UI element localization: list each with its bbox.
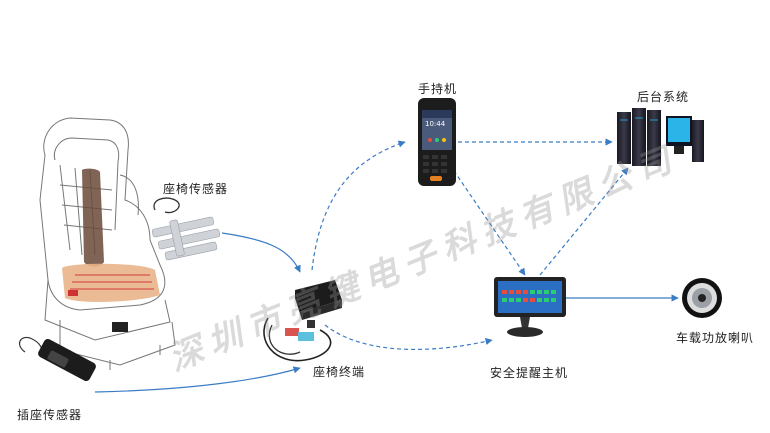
seat-back-sensor-pad xyxy=(82,168,104,267)
label-seat-sensor: 座椅传感器 xyxy=(163,182,229,196)
connector-seat-sensor-to-terminal xyxy=(221,232,301,273)
label-buckle-sensor: 插座传感器 xyxy=(17,408,83,422)
connector-terminal-to-handheld xyxy=(311,140,406,271)
label-speaker: 车载功放喇叭 xyxy=(676,331,755,345)
connector-host-to-backend xyxy=(539,167,629,276)
label-backend: 后台系统 xyxy=(637,90,690,104)
seat-sensor-graphic xyxy=(151,197,221,261)
connector-handheld-to-host xyxy=(449,164,526,276)
speaker-graphic xyxy=(682,278,722,318)
seat-terminal-graphic xyxy=(263,280,342,362)
connector-buckle-sensor-to-terminal xyxy=(94,366,301,393)
safety-host-graphic xyxy=(494,277,566,337)
label-seat-terminal: 座椅终端 xyxy=(313,365,366,379)
seat-small-part xyxy=(68,290,78,296)
seat-cushion-pattern xyxy=(70,274,154,290)
backend-servers-graphic xyxy=(617,108,704,166)
seat-cushion-sensor-pad xyxy=(62,263,160,302)
buckle-sensor-graphic xyxy=(18,336,96,382)
seat-illustration xyxy=(39,117,176,370)
seat-control-box xyxy=(112,322,128,332)
handheld-screen-time: 10:44 xyxy=(425,120,446,128)
connector-terminal-to-host xyxy=(324,324,493,350)
label-safety-host: 安全提醒主机 xyxy=(490,366,569,380)
label-handheld: 手持机 xyxy=(418,82,458,96)
handheld-graphic xyxy=(418,98,456,186)
